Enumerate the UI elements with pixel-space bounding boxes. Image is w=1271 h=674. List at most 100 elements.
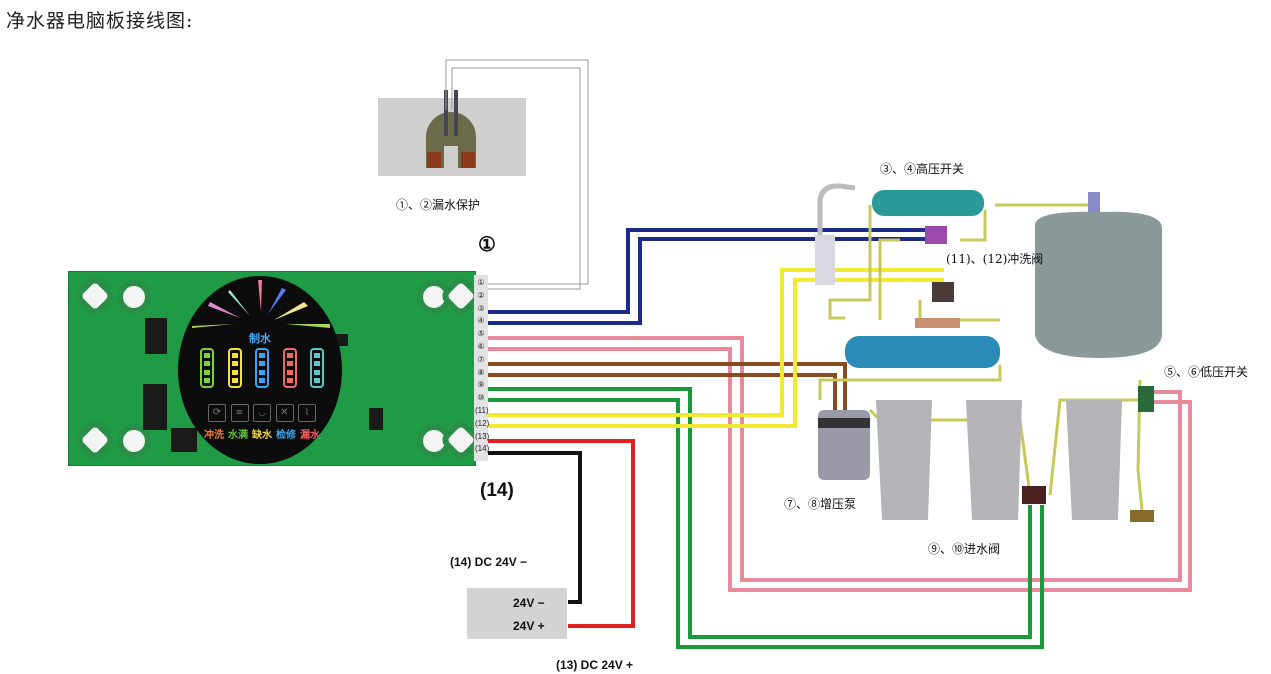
page-title: 净水器电脑板接线图: bbox=[6, 10, 194, 32]
marker-14: (14) bbox=[480, 480, 514, 501]
battery-segment bbox=[286, 361, 293, 367]
ray bbox=[286, 324, 330, 328]
battery-segment bbox=[231, 361, 238, 367]
terminal-pin-label: ④ bbox=[477, 316, 485, 326]
wire-flush-11 bbox=[488, 268, 944, 417]
wire-inlet-10 bbox=[488, 398, 1044, 649]
battery-segment bbox=[314, 369, 320, 375]
battery-segment bbox=[314, 377, 320, 383]
battery-segment bbox=[286, 369, 293, 375]
leak-sensor-image bbox=[378, 90, 526, 176]
ray bbox=[192, 324, 234, 328]
battery-segment bbox=[204, 353, 210, 358]
pressure-tank bbox=[1035, 211, 1162, 358]
flush-valve-label: (11)、(12)冲洗阀 bbox=[946, 252, 1044, 266]
terminal-pin-label: ② bbox=[477, 290, 485, 300]
leak-sensor-pad-right bbox=[461, 152, 475, 168]
inlet-valve-label: ⑨、⑩进水阀 bbox=[928, 542, 1001, 556]
status-icons: ⟳ ≋ ◡ ✕ ⌇ bbox=[208, 404, 316, 422]
filter-housing-3 bbox=[1066, 400, 1122, 520]
battery-segment bbox=[231, 377, 238, 383]
battery-segment bbox=[259, 353, 265, 358]
terminal-pin-label: ⑦ bbox=[477, 354, 485, 364]
display-mode-label: 制水 bbox=[249, 332, 271, 345]
terminal-pin-label: ⑧ bbox=[477, 367, 485, 377]
dc-plus-label: (13) DC 24V + bbox=[556, 658, 634, 672]
terminal-pin-label: ⑥ bbox=[477, 342, 485, 351]
ray bbox=[268, 288, 286, 314]
mounting-hole bbox=[117, 280, 151, 314]
wire-leak-1 bbox=[445, 59, 589, 285]
terminal-pin-label: ⑨ bbox=[477, 380, 485, 390]
battery-segment bbox=[259, 377, 265, 383]
mounting-hole bbox=[446, 281, 476, 311]
wire-inlet-9 bbox=[488, 387, 1032, 639]
terminal-pin-label: (14) bbox=[475, 444, 490, 454]
battery-indicator bbox=[227, 348, 242, 388]
terminal-pin-label: ① bbox=[477, 278, 485, 287]
membrane-housing bbox=[872, 190, 984, 216]
ic-chip bbox=[143, 384, 167, 430]
low-pressure-switch-label: ⑤、⑥低压开关 bbox=[1164, 365, 1249, 379]
terminal-pin-label: ③ bbox=[477, 303, 485, 313]
battery-segment bbox=[259, 369, 265, 375]
status-label: 冲洗 bbox=[204, 430, 224, 441]
leak-sensor-probe bbox=[444, 90, 448, 136]
battery-indicator bbox=[310, 348, 324, 388]
high-pressure-switch-label: ③、④高压开关 bbox=[880, 162, 965, 176]
leak-sensor-probe bbox=[454, 90, 458, 136]
low-pressure-switch bbox=[1138, 386, 1154, 412]
ray bbox=[274, 302, 308, 320]
battery-segment bbox=[231, 353, 238, 358]
battery-segment bbox=[314, 361, 320, 367]
regulator-chip bbox=[171, 428, 197, 452]
battery-indicators bbox=[200, 348, 324, 394]
terminal-pin-label: (11) bbox=[475, 406, 489, 415]
wire-low-pressure-6 bbox=[488, 347, 1192, 592]
tank-full-icon: ≋ bbox=[230, 404, 249, 422]
battery-segment bbox=[204, 369, 210, 375]
ray bbox=[258, 280, 262, 312]
flow-restrictor bbox=[915, 318, 960, 328]
wire-high-pressure-4 bbox=[488, 237, 930, 325]
wire-leak-2 bbox=[451, 67, 581, 290]
battery-indicator bbox=[282, 348, 297, 388]
leak-icon: ⌇ bbox=[298, 404, 316, 422]
post-filter bbox=[845, 336, 1000, 368]
tank-valve bbox=[1088, 192, 1100, 212]
mounting-hole bbox=[446, 425, 476, 455]
inlet-valve bbox=[1022, 486, 1046, 504]
terminal-pin-label: (12) bbox=[475, 418, 490, 428]
wire-pump-7 bbox=[488, 362, 847, 412]
water-shortage-icon: ◡ bbox=[253, 404, 271, 422]
status-label: 检修 bbox=[276, 430, 296, 441]
battery-segment bbox=[204, 377, 210, 383]
fan-rays bbox=[192, 280, 330, 328]
mounting-hole bbox=[417, 280, 451, 314]
status-label: 漏水 bbox=[300, 430, 320, 441]
ray bbox=[208, 302, 240, 318]
ic-chip bbox=[145, 318, 167, 354]
battery-indicator bbox=[255, 348, 269, 388]
terminal-pin-label: ⑩ bbox=[477, 393, 485, 403]
battery-segment bbox=[286, 377, 293, 383]
leak-protection-label: ①、②漏水保护 bbox=[396, 198, 481, 212]
ray bbox=[228, 290, 250, 316]
booster-pump-label: ⑦、⑧增压泵 bbox=[784, 497, 857, 511]
battery-segment bbox=[231, 369, 238, 375]
dc-minus-label: (14) DC 24V − bbox=[450, 555, 528, 569]
ro-system bbox=[815, 183, 1162, 522]
wire-dc-plus bbox=[488, 439, 635, 628]
mounting-hole bbox=[417, 424, 451, 458]
marker-1: ① bbox=[478, 234, 496, 256]
filter-housing-1 bbox=[876, 400, 932, 520]
faucet-base bbox=[815, 235, 835, 285]
flush-valve-top bbox=[925, 226, 947, 244]
psu-plus-label: 24V + bbox=[513, 619, 545, 633]
mounting-hole bbox=[80, 425, 110, 455]
flush-valve-solenoid bbox=[932, 282, 954, 302]
wire-dc-minus bbox=[488, 451, 582, 604]
mounting-hole bbox=[80, 281, 110, 311]
wire-high-pressure-3 bbox=[488, 228, 930, 314]
